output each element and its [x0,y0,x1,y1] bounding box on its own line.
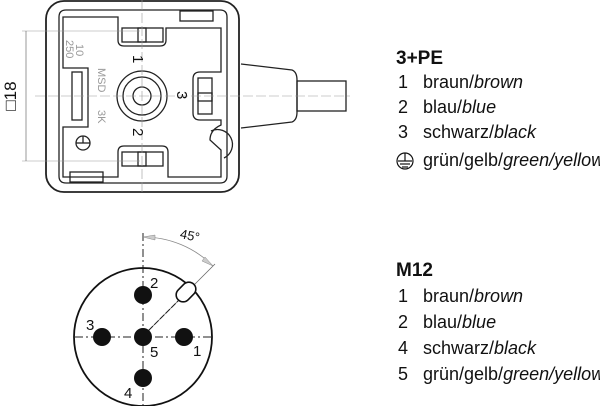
pin-4 [134,369,152,387]
angle-label: 45° [179,226,201,245]
legend-bottom-num-1: 1 [398,286,408,306]
legend-top-color-1: braun/brown [423,72,523,92]
center-lines [22,0,350,192]
pin-label-1: 1 [193,343,201,360]
legend-top-color-2: blau/blue [423,97,496,117]
legend-top-color-3: schwarz/black [423,122,537,142]
valve-connector-drawing [45,0,347,193]
pin-5 [134,328,152,346]
earth-icon [396,152,414,170]
m12-connector-drawing [73,233,216,406]
legend-bottom-num-5: 5 [398,364,408,384]
legend-top-num-2: 2 [398,97,408,117]
legend-bottom-items: 1 braun/brown 2 blau/blue 4 schwarz/blac… [398,286,600,384]
top-pin-label-3: 3 [173,91,190,99]
legend-bottom-num-4: 4 [398,338,408,358]
pin-3 [93,328,111,346]
legend-bottom-color-2: blau/blue [423,312,496,332]
legend-top-num-3: 3 [398,122,408,142]
marking-model: MSD [95,68,107,93]
pin-label-5: 5 [150,344,158,361]
legend-bottom-num-2: 2 [398,312,408,332]
top-pin-label-2: 2 [129,128,146,136]
marking-code: 3K [95,110,107,124]
marking-fraction-bottom: 250 [63,40,75,58]
legend-bottom-color-5: grün/gelb/green/yellow [423,364,600,384]
pin-1 [175,328,193,346]
legend-bottom-color-4: schwarz/black [423,338,537,358]
pin-label-3: 3 [86,317,94,334]
top-pin-label-1: 1 [129,55,146,63]
pin-label-2: 2 [150,275,158,292]
pin-2 [134,286,152,304]
legend-bottom-color-1: braun/brown [423,286,523,306]
legend-top-num-1: 1 [398,72,408,92]
legend-top-items: 1 braun/brown 2 blau/blue 3 schwarz/blac… [396,72,600,170]
legend-top-title: 3+PE [396,48,443,69]
legend-top-color-earth: grün/gelb/green/yellow [423,150,600,170]
legend-bottom-title: M12 [396,260,433,281]
marking-fraction-top: 10 [73,44,85,56]
pin-label-4: 4 [124,385,132,402]
dimension-label: □18 [1,81,20,110]
